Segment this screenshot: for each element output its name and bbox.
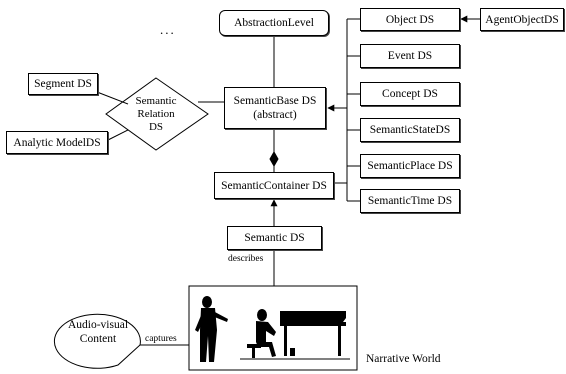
audio-visual-line2: Content (79, 333, 117, 345)
semantic-base-line2: (abstract) (253, 109, 297, 121)
pianist-silhouette (247, 309, 276, 358)
semantic-relation-ds-label: Semantic Relation DS (126, 95, 186, 134)
semantic-relation-line2: Relation (137, 108, 175, 120)
edge-segment-to-relation (96, 91, 129, 105)
semantic-container-ds-node: SemanticContainer DS (214, 172, 334, 199)
event-ds-node: Event DS (360, 44, 460, 68)
semantic-base-ds-node: SemanticBase DS (abstract) (224, 87, 326, 129)
captures-label: captures (145, 334, 177, 344)
audio-visual-line1: Audio-visual (67, 319, 129, 331)
semantic-base-line1: SemanticBase DS (233, 95, 317, 107)
semantic-ds-node: Semantic DS (227, 226, 322, 250)
describes-label: describes (228, 254, 264, 264)
narrative-world-label: Narrative World (366, 353, 441, 365)
conductor-silhouette (195, 296, 228, 362)
agent-object-ds-node: AgentObjectDS (480, 8, 564, 31)
semantic-place-ds-node: SemanticPlace DS (360, 154, 460, 178)
semantic-relation-line3: DS (148, 121, 164, 133)
composition-diamond (269, 150, 279, 168)
analytic-model-ds-node: Analytic ModelDS (6, 131, 108, 154)
audio-visual-bubble (53, 313, 141, 369)
object-ds-node: Object DS (360, 8, 460, 31)
semantic-relation-line1: Semantic (135, 95, 177, 107)
audio-visual-content-label: Audio-visual Content (58, 318, 138, 346)
semantic-time-ds-node: SemanticTime DS (360, 189, 460, 213)
semantic-state-ds-node: SemanticStateDS (360, 118, 460, 142)
segment-ds-node: Segment DS (28, 73, 98, 95)
ellipsis-label: ... (160, 22, 176, 37)
abstraction-level-node: AbstractionLevel (219, 10, 329, 36)
piano-silhouette (240, 311, 350, 360)
edge-analytic-to-relation (107, 129, 129, 141)
concept-ds-node: Concept DS (360, 82, 460, 106)
